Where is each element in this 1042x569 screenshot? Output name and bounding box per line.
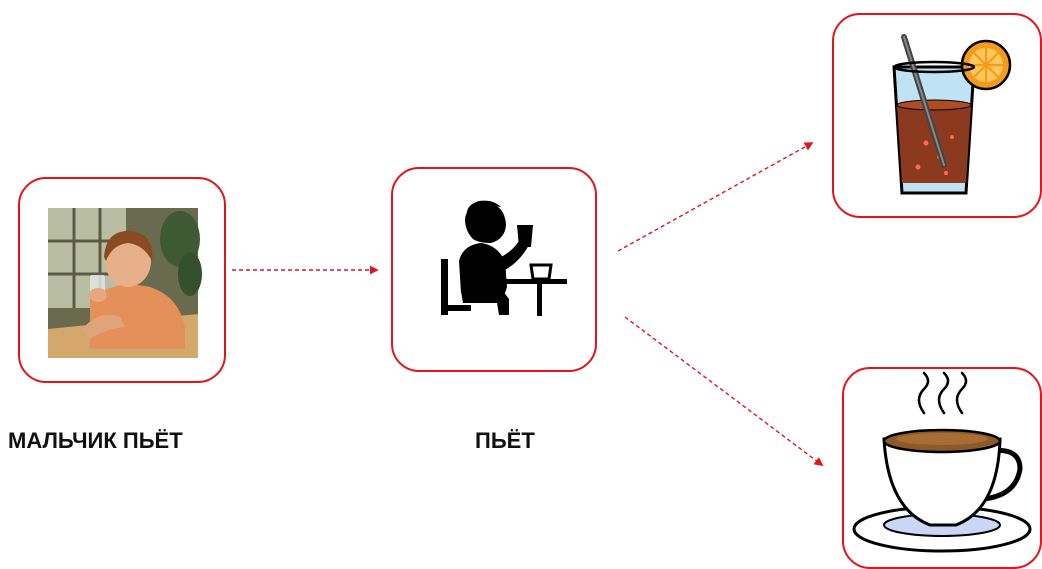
boy-drinking-photo	[48, 208, 202, 358]
arrow-pictogram-to-coffee	[624, 316, 824, 467]
card-coffee	[842, 367, 1042, 569]
arrow-pictogram-to-juice	[617, 142, 814, 252]
person-drinking-pictogram-icon	[441, 200, 567, 316]
coffee-cup-icon	[852, 371, 1032, 553]
card-boy-photo	[18, 177, 226, 383]
juice-glass-icon	[892, 34, 1012, 195]
card-juice	[832, 13, 1042, 218]
label-boy-drinks: МАЛЬЧИК ПЬЁТ	[8, 428, 183, 453]
label-drinks: ПЬЁТ	[475, 428, 535, 453]
card-drinking-pictogram	[391, 167, 597, 372]
